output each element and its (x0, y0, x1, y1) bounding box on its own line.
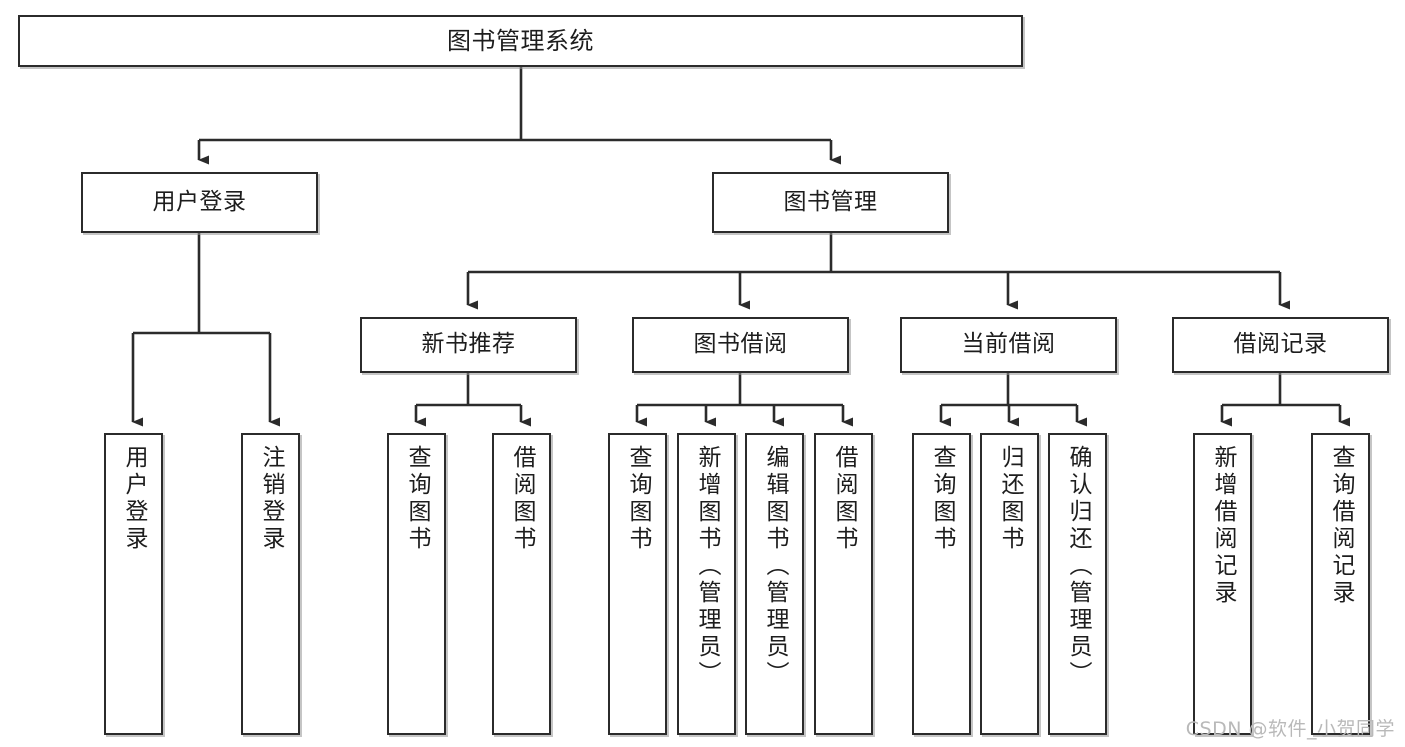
node-leaf-borrow-book[interactable]: 借阅图书 (814, 433, 873, 735)
node-root-book-management-system[interactable]: 图书管理系统 (18, 15, 1023, 67)
node-leaf-add-borrow-record[interactable]: 新增借阅记录 (1193, 433, 1252, 735)
node-label: 新书推荐 (421, 331, 516, 358)
node-leaf-logout-login[interactable]: 注销登录 (241, 433, 300, 735)
node-new-book-recommend[interactable]: 新书推荐 (360, 317, 577, 373)
node-leaf-query-borrow-record[interactable]: 查询借阅记录 (1311, 433, 1370, 735)
node-leaf-query-book-recommend[interactable]: 查询图书 (387, 433, 446, 735)
node-label: 当前借阅 (961, 331, 1056, 358)
node-label: 新增图书（管理员） (694, 445, 720, 688)
node-user-login[interactable]: 用户登录 (81, 172, 318, 233)
node-label: 用户登录 (152, 188, 247, 215)
node-label: 借阅记录 (1233, 331, 1328, 358)
node-label: 图书管理系统 (447, 26, 594, 55)
node-label: 查询借阅记录 (1328, 445, 1354, 607)
node-label: 借阅图书 (831, 445, 857, 553)
csdn-watermark: CSDN @软件_小贺同学 (1185, 718, 1395, 740)
node-leaf-borrow-book-recommend[interactable]: 借阅图书 (492, 433, 551, 735)
node-label: 注销登录 (258, 445, 284, 553)
node-label: 归还图书 (997, 445, 1023, 553)
node-book-borrow[interactable]: 图书借阅 (632, 317, 849, 373)
node-label: 查询图书 (404, 445, 430, 553)
node-book-management[interactable]: 图书管理 (712, 172, 949, 233)
node-label: 新增借阅记录 (1210, 445, 1236, 607)
node-label: 确认归还（管理员） (1065, 445, 1091, 688)
node-label: 编辑图书（管理员） (762, 445, 788, 688)
node-leaf-user-login[interactable]: 用户登录 (104, 433, 163, 735)
node-leaf-confirm-return[interactable]: 确认归还（管理员） (1048, 433, 1107, 735)
node-label: 借阅图书 (509, 445, 535, 553)
node-leaf-add-book[interactable]: 新增图书（管理员） (677, 433, 736, 735)
node-leaf-edit-book[interactable]: 编辑图书（管理员） (745, 433, 804, 735)
node-borrow-record[interactable]: 借阅记录 (1172, 317, 1389, 373)
node-leaf-query-book-borrow[interactable]: 查询图书 (608, 433, 667, 735)
node-leaf-query-book-current[interactable]: 查询图书 (912, 433, 971, 735)
node-label: 用户登录 (121, 445, 147, 553)
node-label: 图书借阅 (693, 331, 788, 358)
node-leaf-return-book[interactable]: 归还图书 (980, 433, 1039, 735)
node-label: 查询图书 (929, 445, 955, 553)
node-current-borrow[interactable]: 当前借阅 (900, 317, 1117, 373)
node-label: 查询图书 (625, 445, 651, 553)
node-label: 图书管理 (783, 188, 878, 215)
